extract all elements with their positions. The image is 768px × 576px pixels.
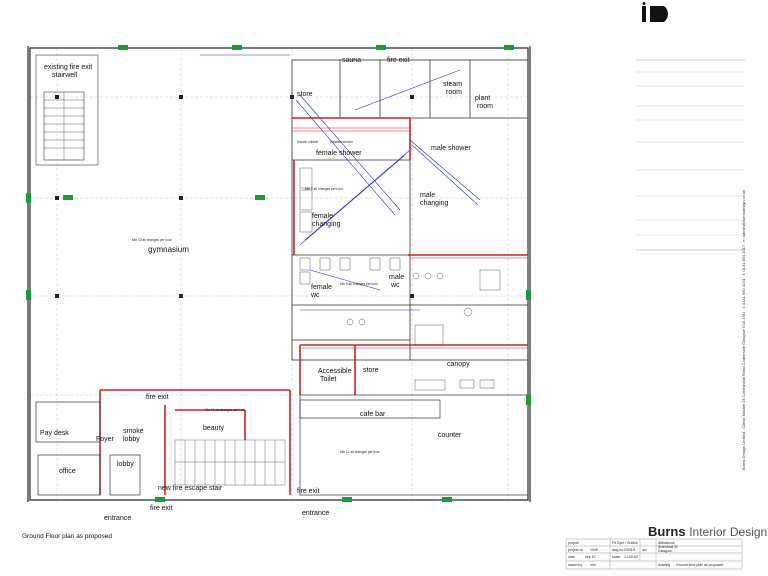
room-label-male-shower: male shower (431, 145, 471, 152)
room-label-fire-exit-bottom-right: fire exit (297, 488, 320, 495)
tb-scale-value: 1:100 A3 (624, 555, 638, 559)
note-changes-wc: Min 8 air changes per hour (340, 282, 379, 286)
room-label-gymnasium: gymnasium (148, 245, 189, 254)
room-label-male-changing: male changing (420, 192, 449, 207)
room-label-female-shower: female shower (316, 150, 362, 157)
room-label-counter: counter (438, 432, 462, 439)
new-fire-escape-stair (174, 439, 286, 486)
room-label-pay-desk: Pay desk (40, 430, 69, 437)
tb-project-label: project (568, 541, 579, 545)
tb-drawn-value: mm (590, 563, 596, 567)
room-label-female-wc: female wc (310, 284, 334, 299)
room-label-plant-room: plant room (475, 95, 493, 110)
id-logo (642, 2, 668, 22)
title-block-frame (565, 59, 745, 570)
room-label-fire-exit-left: fire exit (146, 394, 169, 401)
room-label-accessible-toilet: Accessible Toilet (318, 368, 353, 383)
tb-job-no-value: 1045 (590, 548, 598, 552)
room-label-store-top: store (297, 91, 313, 98)
drawing-title: Ground Floor plan as proposed (22, 533, 112, 540)
brand-name: Burns Interior Design (648, 524, 767, 539)
front-rooms (35, 394, 529, 496)
room-label-entrance-right: entrance (302, 510, 329, 517)
room-label-office: office (59, 468, 76, 475)
room-label-store-mid: store (363, 367, 379, 374)
tb-rev-label: rev (642, 548, 647, 552)
note-changes-beauty: Min 10 air changes per hour (205, 408, 246, 412)
tb-location: Alterations Shieldhall St Glasgow (658, 541, 678, 553)
room-label-fire-exit-top: fire exit (387, 57, 410, 64)
tb-dwg-no-value: 03/01/1 (624, 548, 636, 552)
room-label-steam-room: steam room (443, 81, 464, 96)
room-label-lobby: lobby (117, 461, 134, 468)
note-changes-changing: Min 8 air changes per hour (305, 187, 344, 191)
room-label-new-fire-escape-stair: new fire escape stair (158, 485, 223, 492)
tb-date-label: date (568, 555, 575, 559)
room-label-entrance-left: entrance (104, 515, 131, 522)
tb-dwg-no-label: dwg no (612, 548, 624, 552)
room-label-stairwell: existing fire exit stairwell (44, 64, 94, 79)
tb-scale-label: scale (612, 555, 621, 559)
new-partitions (99, 117, 528, 495)
room-label-beauty: beauty (203, 425, 225, 432)
room-label-sauna: sauna (342, 57, 361, 64)
room-label-male-wc: male wc (389, 274, 406, 289)
ductwork-annotations (200, 54, 481, 311)
room-label-cafe-bar: cafe bar (360, 411, 386, 418)
existing-stairwell (35, 54, 99, 166)
door-markers (26, 45, 531, 502)
tb-drawn-label: drawn by (568, 563, 583, 567)
notes-lines (636, 71, 745, 236)
tb-job-no-label: project no (568, 548, 584, 552)
room-label-canopy: canopy (447, 361, 470, 368)
company-address-vertical: Burns Design Limited . Clieve Mackie 25 … (741, 189, 746, 470)
tb-drawing-value: Ground floor plan as proposed (676, 563, 724, 567)
brand-primary: Burns (648, 524, 686, 539)
room-label-smoke-lobby: smoke lobby (123, 428, 146, 443)
columns (55, 95, 414, 298)
note-changes-cafe: Min 12 air changes per hour (340, 450, 381, 454)
note-shower-cubicle: shower cubicle (297, 140, 318, 144)
tb-date-value: sep 10 (585, 555, 596, 559)
room-label-fire-exit-bottom-mid: fire exit (150, 505, 173, 512)
note-changes-gym: Min 10 air changes per hour (132, 238, 173, 242)
tb-drawing-label: drawing (658, 563, 671, 567)
room-label-foyer: Foyer (96, 436, 115, 443)
brand-secondary: Interior Design (689, 525, 768, 539)
note-disabled-shower: disabled shower (330, 140, 354, 144)
tb-project-value: Fit Gym / Shilton (612, 541, 638, 545)
partition-hatches (291, 127, 529, 349)
room-label-female-changing: female changing (312, 213, 341, 228)
changing-walls (291, 59, 529, 361)
